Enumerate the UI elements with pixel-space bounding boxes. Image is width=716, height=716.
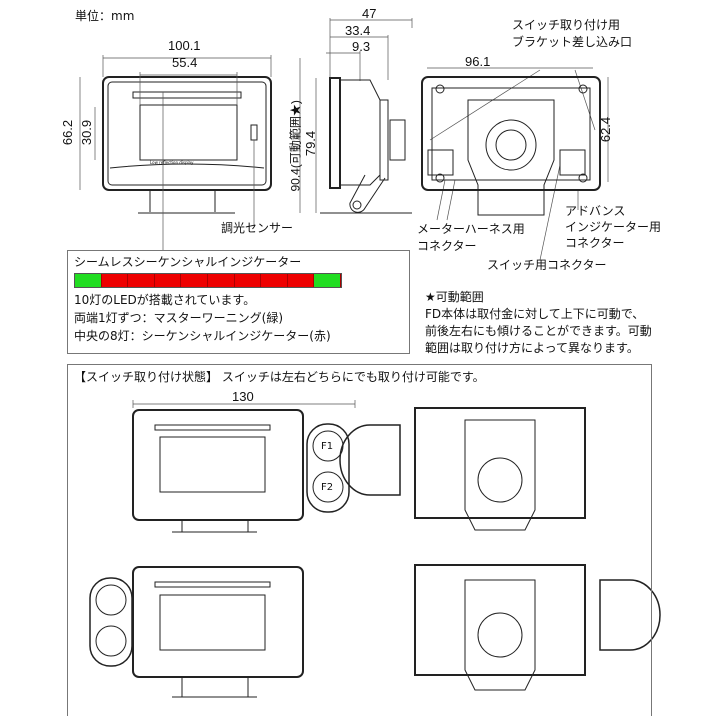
- led-panel: シームレスシーケンシャルインジケーター 10灯のLEDが搭載されています。 両端…: [67, 250, 410, 354]
- switch-mount-section: 【スイッチ取り付け状態】 スイッチは左右どちらにでも取り付け可能です。: [67, 364, 652, 716]
- dim-screen-width: 55.4: [172, 55, 198, 70]
- dim-rear-width: 96.1: [465, 54, 491, 69]
- callout-switch-connector: スイッチ用コネクター: [487, 258, 607, 272]
- gauge-label-f2: F2: [321, 482, 334, 493]
- dim-switch-mounted-width: 130: [232, 389, 254, 404]
- gauge-label-f1: F1: [321, 441, 334, 452]
- dim-side-height: 79.4: [303, 130, 319, 157]
- led-green: [314, 274, 341, 287]
- dim-side-small: 9.3: [352, 39, 371, 54]
- led-green: [75, 274, 102, 287]
- rear-view: [421, 76, 601, 216]
- switch-mounted-views: [89, 400, 661, 698]
- callout-light-sensor: 調光センサー: [221, 221, 294, 235]
- callout-meter-harness-2: コネクター: [417, 239, 477, 253]
- unit-label: 単位：mm: [75, 9, 135, 23]
- led-bar: [74, 273, 342, 288]
- led-red: [101, 274, 129, 287]
- dimension-lines: [79, 18, 609, 261]
- front-view: [102, 76, 272, 214]
- led-line-1: 10灯のLEDが搭載されています。: [74, 293, 256, 307]
- callout-advance-1: アドバンス: [565, 204, 626, 218]
- dim-rear-height: 62.4: [598, 116, 614, 143]
- range-note-line-1: FD本体は取付金に対して上下に可動で、: [425, 307, 645, 321]
- dim-side-mid: 33.4: [345, 23, 371, 38]
- led-line-3: 中央の8灯：シーケンシャルインジケーター(赤): [74, 329, 331, 343]
- callout-meter-harness-1: メーターハーネス用: [417, 222, 525, 236]
- range-note-line-2: 前後左右にも傾けることができます。可動: [425, 324, 652, 338]
- dim-side-height-range: 90.4(可動範囲★): [288, 100, 303, 192]
- led-line-2: 両端1灯ずつ：マスターワーニング(緑): [74, 311, 283, 325]
- dim-front-height: 66.2: [60, 119, 76, 146]
- side-view: [320, 77, 412, 214]
- led-red: [207, 274, 235, 287]
- callout-bracket-slot-2: ブラケット差し込み口: [512, 35, 633, 49]
- led-red: [128, 274, 155, 287]
- range-note-title: ★可動範囲: [425, 290, 484, 304]
- led-red: [261, 274, 288, 287]
- screen-caption: Low reflection display: [150, 160, 194, 165]
- callout-advance-2: インジケーター用: [565, 220, 662, 234]
- led-panel-title: シームレスシーケンシャルインジケーター: [74, 255, 302, 269]
- dim-side-total: 47: [362, 6, 377, 21]
- range-note-line-3: 範囲は取り付け方によって異なります。: [425, 341, 639, 355]
- dim-front-width: 100.1: [168, 38, 201, 53]
- led-red: [287, 274, 315, 287]
- callout-advance-3: コネクター: [565, 236, 625, 250]
- switch-section-title: 【スイッチ取り付け状態】 スイッチは左右どちらにでも取り付け可能です。: [74, 370, 485, 384]
- led-red: [154, 274, 182, 287]
- callout-bracket-slot-1: スイッチ取り付け用: [512, 18, 621, 32]
- led-red: [234, 274, 262, 287]
- led-red: [181, 274, 208, 287]
- dim-screen-height: 30.9: [79, 119, 95, 146]
